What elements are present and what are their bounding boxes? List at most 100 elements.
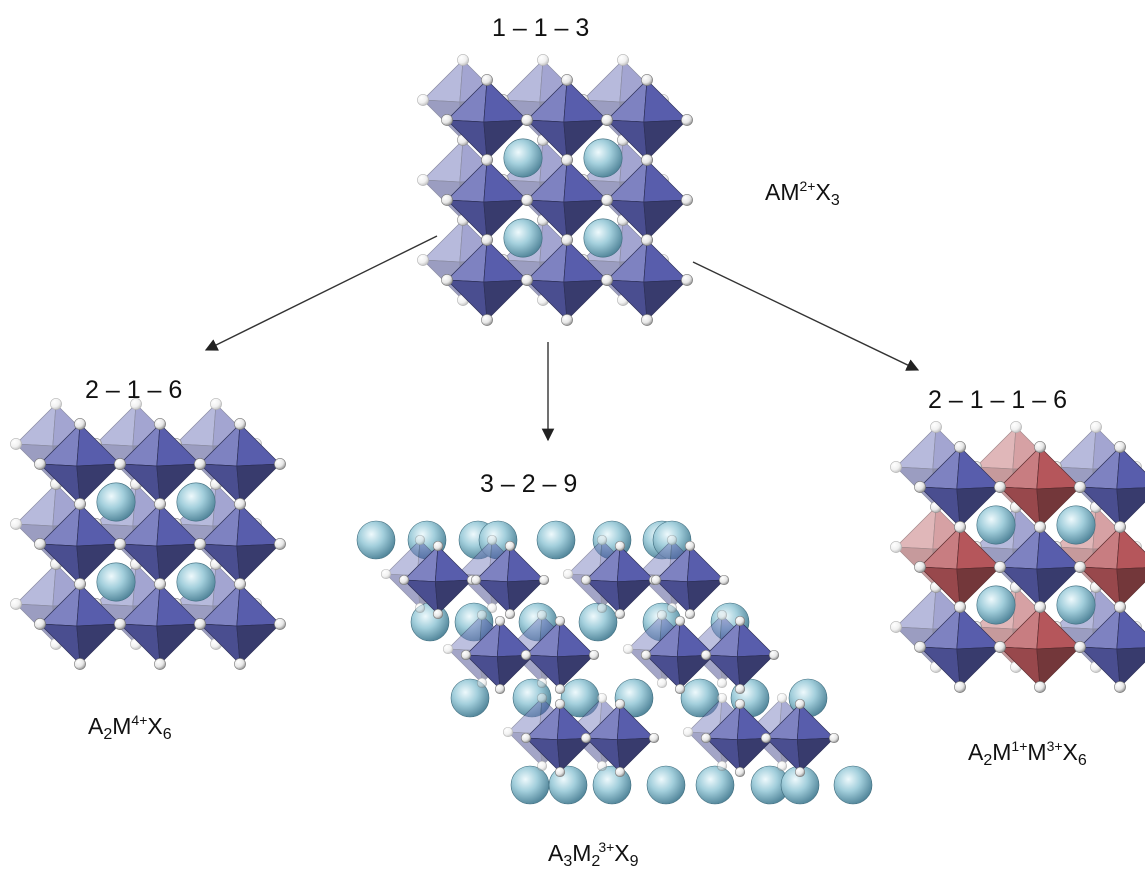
halide-atom — [414, 602, 426, 614]
a-site-cation — [583, 138, 623, 178]
halide-atom — [476, 677, 488, 689]
structure-329-octahedron — [520, 698, 600, 778]
halide-atom — [561, 74, 573, 86]
structure-329-octahedron — [700, 615, 780, 695]
halide-atom — [34, 538, 46, 550]
a-site-cation — [583, 218, 623, 258]
structure-216-octahedron — [34, 578, 126, 670]
halide-atom — [481, 154, 493, 166]
halide-atom — [114, 538, 126, 550]
halide-atom — [432, 540, 444, 552]
halide-atom — [521, 194, 533, 206]
halide-atom — [776, 760, 788, 772]
halide-atom — [194, 618, 206, 630]
halide-atom — [666, 602, 678, 614]
halide-atom — [74, 578, 86, 590]
structure-113-octahedron — [601, 74, 693, 166]
halide-atom — [954, 521, 966, 533]
a-site-cation — [976, 505, 1016, 545]
halide-atom — [641, 74, 653, 86]
structure-329-octahedron — [520, 615, 600, 695]
halide-atom — [154, 418, 166, 430]
halide-atom — [561, 314, 573, 326]
structure-2116-octahedron — [1074, 601, 1145, 693]
halide-atom — [716, 760, 728, 772]
a-site-cation — [503, 138, 543, 178]
halide-atom — [930, 421, 942, 433]
halide-atom — [457, 54, 469, 66]
halide-atom — [794, 698, 806, 710]
halide-atom — [50, 398, 62, 410]
halide-atom — [274, 458, 286, 470]
halide-atom — [656, 677, 668, 689]
a-site-cation — [176, 562, 216, 602]
halide-atom — [890, 461, 902, 473]
halide-atom — [561, 234, 573, 246]
structure-2116-octahedron — [914, 601, 1006, 693]
halide-atom — [890, 541, 902, 553]
halide-atom — [994, 561, 1006, 573]
structure-329-octahedron — [700, 698, 780, 778]
halide-atom — [776, 692, 788, 704]
structure-216-octahedron — [34, 418, 126, 510]
label-216: 2 – 1 – 6 — [85, 376, 183, 404]
halide-atom — [994, 641, 1006, 653]
halide-atom — [234, 418, 246, 430]
halide-atom — [504, 608, 516, 620]
halide-atom — [154, 658, 166, 670]
halide-atom — [537, 54, 549, 66]
structure-113-octahedron — [521, 74, 613, 166]
a-site-cation — [695, 765, 735, 805]
structure-216-octahedron — [114, 498, 206, 590]
halide-atom — [684, 540, 696, 552]
halide-atom — [74, 418, 86, 430]
halide-atom — [441, 194, 453, 206]
halide-atom — [641, 314, 653, 326]
halide-atom — [674, 683, 686, 695]
halide-atom — [536, 677, 548, 689]
halide-atom — [700, 732, 712, 744]
formula-2116: A2M1+M3+X6 — [968, 738, 1087, 769]
halide-atom — [234, 578, 246, 590]
halide-atom — [398, 574, 410, 586]
halide-atom — [914, 641, 926, 653]
halide-atom — [760, 732, 772, 744]
a-site-cation — [1056, 505, 1096, 545]
halide-atom — [580, 732, 592, 744]
halide-atom — [718, 574, 730, 586]
halide-atom — [734, 615, 746, 627]
structure-113-octahedron — [441, 154, 533, 246]
halide-atom — [1114, 441, 1126, 453]
halide-atom — [681, 274, 693, 286]
halide-atom — [1034, 601, 1046, 613]
formula-329: A3M23+X9 — [548, 839, 639, 870]
halide-atom — [1074, 561, 1086, 573]
a-site-cation — [646, 765, 686, 805]
halide-atom — [954, 441, 966, 453]
halide-atom — [520, 649, 532, 661]
a-site-cation — [536, 520, 576, 560]
halide-atom — [614, 698, 626, 710]
halide-atom — [1114, 601, 1126, 613]
halide-atom — [154, 578, 166, 590]
halide-atom — [994, 481, 1006, 493]
halide-atom — [494, 683, 506, 695]
halide-atom — [417, 254, 429, 266]
halide-atom — [481, 234, 493, 246]
halide-atom — [682, 726, 694, 738]
halide-atom — [74, 658, 86, 670]
halide-atom — [1034, 681, 1046, 693]
halide-atom — [536, 692, 548, 704]
halide-atom — [536, 609, 548, 621]
halide-atom — [601, 114, 613, 126]
halide-atom — [954, 681, 966, 693]
formula-216: A2M4+X6 — [88, 712, 172, 743]
halide-atom — [554, 698, 566, 710]
halide-atom — [1034, 441, 1046, 453]
halide-atom — [417, 174, 429, 186]
halide-atom — [650, 574, 662, 586]
halide-atom — [700, 649, 712, 661]
halide-atom — [561, 154, 573, 166]
halide-atom — [486, 534, 498, 546]
halide-atom — [274, 538, 286, 550]
